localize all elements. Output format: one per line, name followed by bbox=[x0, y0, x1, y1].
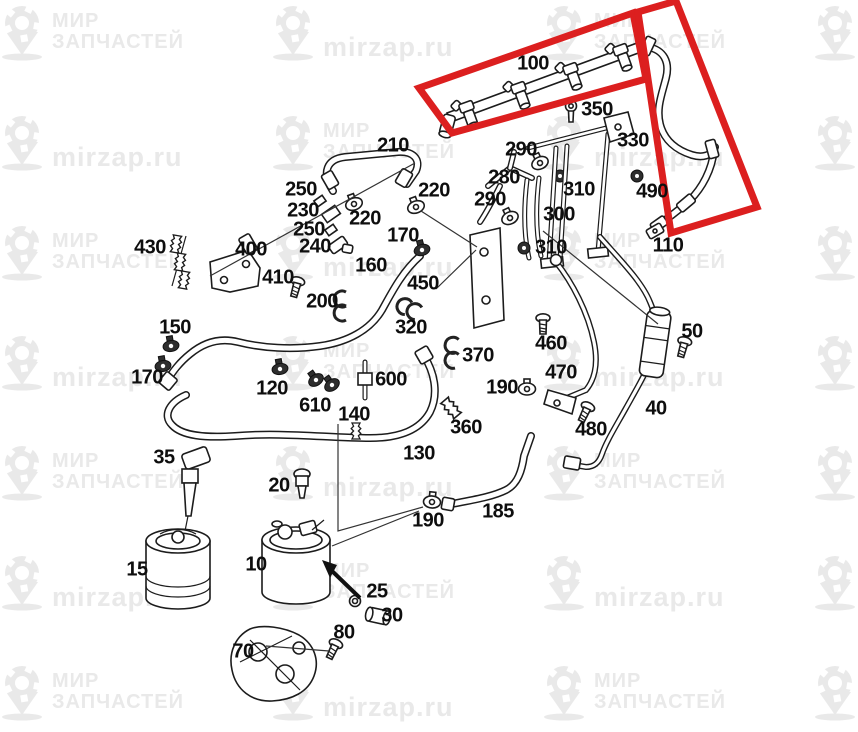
part-label-170: 170 bbox=[131, 366, 163, 389]
part-label-610: 610 bbox=[299, 394, 331, 417]
part-label-190: 190 bbox=[412, 509, 444, 532]
part-label-410: 410 bbox=[262, 266, 294, 289]
sensor-35 bbox=[181, 446, 211, 537]
part-label-170: 170 bbox=[387, 224, 419, 247]
part-label-290: 290 bbox=[474, 188, 506, 211]
watermark-site-text: mirzap.ru bbox=[594, 582, 725, 612]
fuel-filter-10 bbox=[261, 519, 331, 605]
valve-20 bbox=[293, 468, 311, 499]
pointer-arrowhead bbox=[322, 560, 337, 578]
part-label-80: 80 bbox=[333, 621, 355, 644]
fitting-110 bbox=[645, 222, 665, 240]
watermark: mirzap.ru bbox=[0, 113, 183, 171]
watermark: mirzap.ru bbox=[542, 553, 725, 611]
part-label-185: 185 bbox=[482, 500, 514, 523]
hose-185 bbox=[422, 432, 535, 512]
watermark: mirzap.ru bbox=[271, 223, 454, 281]
hose-210 bbox=[312, 147, 427, 255]
part-label-330: 330 bbox=[617, 129, 649, 152]
watermark-site-text: mirzap.ru bbox=[323, 32, 454, 62]
bracket-330 bbox=[525, 111, 644, 270]
highlight-layer bbox=[413, 0, 762, 238]
leader-lines bbox=[209, 162, 659, 652]
part-label-50: 50 bbox=[681, 320, 703, 343]
part-label-30: 30 bbox=[381, 604, 403, 627]
valve-600 bbox=[357, 359, 373, 401]
part-label-310: 310 bbox=[563, 178, 595, 201]
hose-40 bbox=[562, 234, 694, 471]
hoses-160-130 bbox=[152, 237, 463, 443]
part-label-40: 40 bbox=[645, 397, 667, 420]
part-label-400: 400 bbox=[235, 238, 267, 261]
fuel-return-line bbox=[639, 35, 720, 240]
plug-30 bbox=[364, 606, 392, 626]
pointer-arrow bbox=[329, 568, 362, 600]
manifold-and-pipes bbox=[469, 149, 567, 330]
fuel-filter-15 bbox=[145, 528, 211, 610]
part-label-10: 10 bbox=[245, 553, 267, 576]
part-label-140: 140 bbox=[338, 403, 370, 426]
part-label-250: 250 bbox=[293, 218, 325, 241]
part-label-430: 430 bbox=[134, 236, 166, 259]
part-label-100: 100 bbox=[517, 52, 549, 75]
part-label-110: 110 bbox=[652, 234, 684, 257]
part-label-360: 360 bbox=[450, 416, 482, 439]
part-label-320: 320 bbox=[395, 316, 427, 339]
part-label-480: 480 bbox=[575, 418, 607, 441]
part-label-190: 190 bbox=[486, 376, 518, 399]
bracket-470 bbox=[517, 253, 599, 425]
part-label-120: 120 bbox=[256, 377, 288, 400]
part-label-370: 370 bbox=[462, 344, 494, 367]
part-label-220: 220 bbox=[349, 207, 381, 230]
part-label-35: 35 bbox=[153, 446, 175, 469]
part-label-450: 450 bbox=[407, 272, 439, 295]
part-label-230: 230 bbox=[287, 199, 319, 222]
fuel-line-highlight-box bbox=[634, 0, 762, 238]
part-label-600: 600 bbox=[375, 368, 407, 391]
watermark-site-text: mirzap.ru bbox=[52, 142, 183, 172]
part-label-470: 470 bbox=[545, 361, 577, 384]
part-label-350: 350 bbox=[581, 98, 613, 121]
part-label-150: 150 bbox=[159, 316, 191, 339]
part-label-220: 220 bbox=[418, 179, 450, 202]
part-label-20: 20 bbox=[268, 474, 290, 497]
part-label-310: 310 bbox=[535, 236, 567, 259]
part-label-280: 280 bbox=[488, 166, 520, 189]
part-label-240: 240 bbox=[299, 235, 331, 258]
brackets-430-400 bbox=[168, 233, 307, 300]
part-label-200: 200 bbox=[306, 290, 338, 313]
part-label-300: 300 bbox=[543, 203, 575, 226]
bracket-70 bbox=[230, 625, 345, 702]
part-label-70: 70 bbox=[232, 640, 254, 663]
part-label-250: 250 bbox=[285, 178, 317, 201]
part-label-490: 490 bbox=[636, 180, 668, 203]
part-label-290: 290 bbox=[505, 138, 537, 161]
watermark-site-text: mirzap.ru bbox=[323, 692, 454, 722]
part-label-130: 130 bbox=[403, 442, 435, 465]
watermark: mirzap.ru bbox=[271, 663, 454, 721]
part-label-25: 25 bbox=[366, 580, 388, 603]
watermark: mirzap.ru bbox=[271, 3, 454, 61]
watermark-site-text: mirzap.ru bbox=[323, 252, 454, 282]
part-label-460: 460 bbox=[535, 332, 567, 355]
part-label-160: 160 bbox=[355, 254, 387, 277]
part-label-15: 15 bbox=[126, 558, 148, 581]
part-label-210: 210 bbox=[377, 134, 409, 157]
bracket-450-plate bbox=[469, 227, 505, 330]
